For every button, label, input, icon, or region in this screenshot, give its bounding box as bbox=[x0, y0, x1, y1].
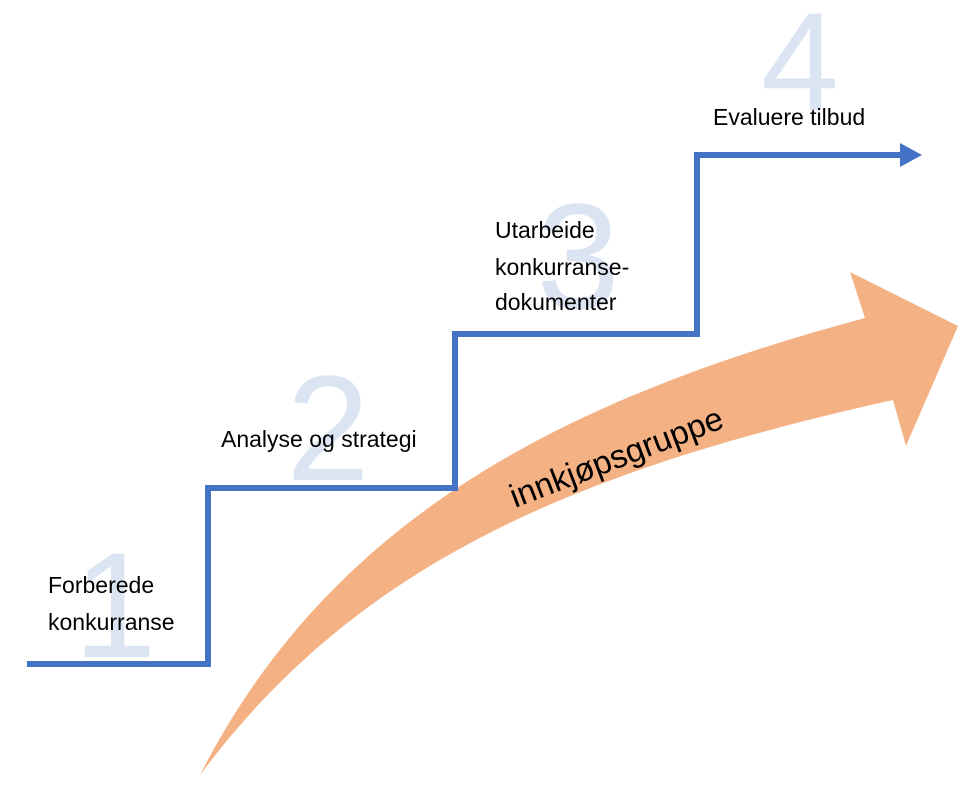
step-4-label: Evaluere tilbud bbox=[713, 104, 865, 130]
step-2-label: Analyse og strategi bbox=[221, 426, 417, 452]
step-number-3: 3 bbox=[536, 172, 619, 340]
staircase-line bbox=[27, 152, 905, 667]
step-1-label: Forberede konkurranse bbox=[48, 572, 175, 635]
staircase-arrowhead bbox=[900, 143, 922, 167]
step-number-4: 4 bbox=[761, 0, 839, 140]
curved-arrow bbox=[200, 272, 958, 775]
step-3-label: Utarbeide konkurranse- dokumenter bbox=[495, 217, 636, 315]
step-number-2: 2 bbox=[286, 344, 369, 512]
